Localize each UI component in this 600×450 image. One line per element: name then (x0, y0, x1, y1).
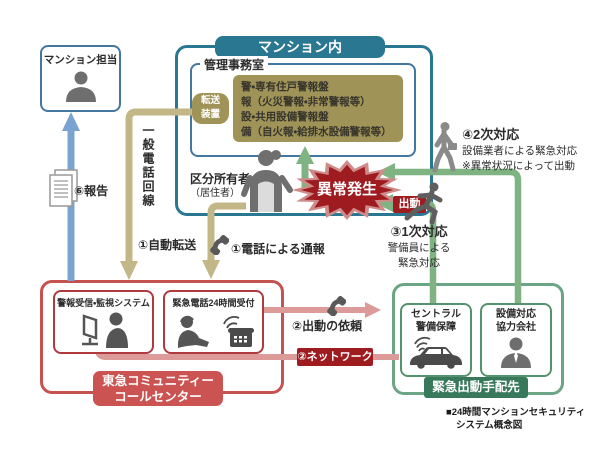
central-security-line2: 警備保障 (416, 321, 456, 333)
transfer-line1: 転送 (200, 95, 220, 106)
phone-report-arrow (202, 202, 246, 279)
monitor-operator-icon (81, 312, 128, 348)
call-center-name2: コールセンター (114, 390, 202, 405)
primary-line2: 緊急対応 (398, 257, 440, 269)
operator-phone-icon (177, 315, 254, 348)
call-center-name-badge: 東急コミュニティー コールセンター (93, 371, 223, 406)
equipment-partner-line2: 協力会社 (496, 321, 536, 333)
primary-title: ③1次対応 (390, 224, 448, 239)
alarm-line: 設・共用設備警報盤 (241, 111, 329, 123)
transfer-line2: 装置 (200, 108, 220, 120)
alarm-line: 報（火災警報・非常警報等） (241, 96, 371, 108)
call-center-name1: 東急コミュニティー (102, 374, 214, 388)
handset-icon (210, 234, 229, 255)
running-guard-icon (404, 182, 443, 224)
primary-response-text: ③1次対応 警備員による 緊急対応 (382, 221, 456, 270)
office-label: 管理事務室 (200, 56, 269, 73)
alarm-line: 備（自火報・給排水設備警報等） (241, 126, 392, 138)
dispatch-group-badge: 緊急出動手配先 (424, 377, 528, 398)
alert-burst-label: 異常発生 (316, 181, 377, 198)
auto-forward-label: ①自動転送 (138, 238, 197, 252)
mansion-header-badge: マンション内 (215, 36, 385, 58)
staff-person-icon (65, 71, 96, 102)
resident-title: 区分所有者 (190, 172, 251, 186)
central-security-box: セントラル 警備保障 (400, 303, 472, 377)
alert-burst: 異常発生 (292, 160, 402, 220)
alert-burst-shape (292, 160, 402, 220)
dispatch-request-label: ②出動の依頼 (292, 319, 363, 333)
caption-line1: ■24時間マンションセキュリティ (446, 407, 586, 418)
phone-reception-label: 緊急電話24時間受付 (172, 298, 255, 308)
equipment-partner-box: 設備対応 協力会社 (480, 303, 552, 377)
alarm-panel-box: 警・専有住戸警報盤 報（火災警報・非常警報等） 設・共用設備警報盤 備（自火報・… (233, 75, 403, 142)
secondary-title: ④2次対応 (462, 127, 520, 142)
monitor-system-label: 警報受信・監視システム (57, 298, 150, 308)
secondary-response-arrow (377, 163, 522, 303)
phone-report-label: ①電話による通報 (231, 242, 325, 256)
patrol-car-icon (410, 336, 462, 369)
report-document-icon (49, 169, 78, 207)
phone-line-label: 一般電話回線 (141, 124, 155, 208)
dispatch-request-arrow (262, 302, 381, 318)
monitor-system-box: 警報受信・監視システム (53, 290, 154, 354)
secondary-response-text: ④2次対応 設備業者による緊急対応 ※異常状況によって出動 (462, 124, 577, 173)
mansion-staff-box: マンション担当 (40, 45, 121, 112)
primary-line1: 警備員による (387, 242, 451, 254)
partner-person-icon (501, 337, 531, 368)
secondary-line1: 設備業者による緊急対応 (462, 145, 578, 157)
phone-reception-box: 緊急電話24時間受付 (163, 290, 264, 354)
equipment-partner-line1: 設備対応 (496, 309, 536, 320)
transfer-device-badge: 転送 装置 (192, 93, 229, 124)
staff-box-label: マンション担当 (43, 54, 118, 66)
walking-technician-icon (432, 122, 457, 173)
resident-person-icon (241, 150, 293, 212)
auto-forward-arrow (120, 108, 196, 280)
alarm-line: 警・専有住戸警報盤 (241, 81, 329, 93)
handset-icon (327, 295, 346, 316)
caption-line2: システム概念図 (456, 419, 523, 431)
secondary-line2: ※異常状況によって出動 (462, 160, 575, 172)
resident-subtitle: （居住者） (190, 188, 240, 199)
diagram-caption: ■24時間マンションセキュリティ システム概念図 (446, 407, 585, 433)
central-security-line1: セントラル (411, 309, 461, 320)
report-label: ⑥報告 (74, 184, 109, 198)
network-badge: ②ネットワーク (297, 348, 373, 366)
